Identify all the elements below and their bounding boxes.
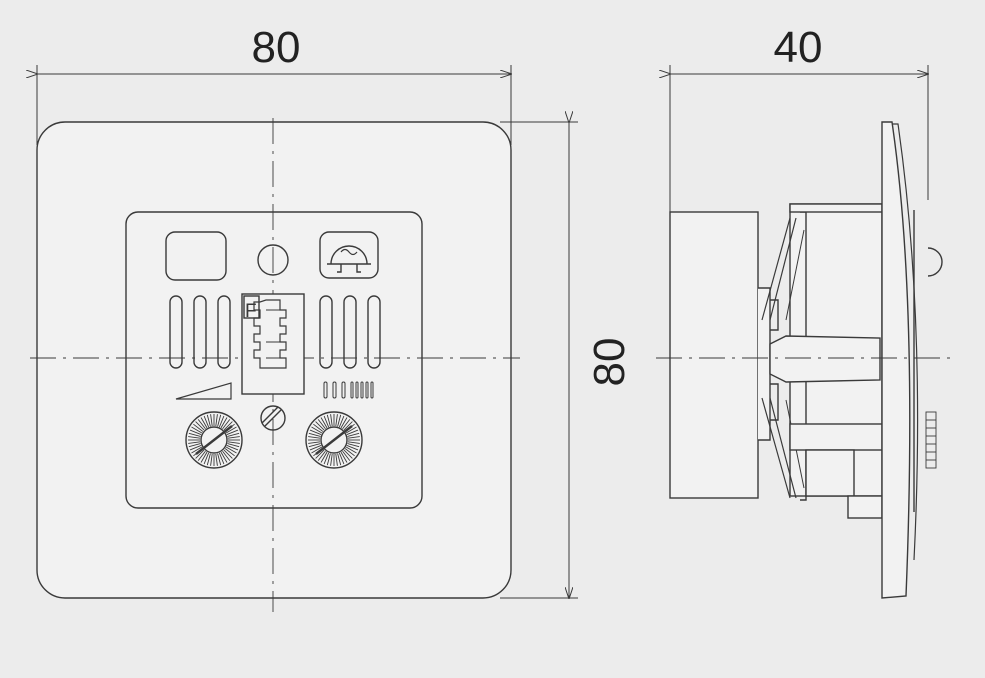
front-width-label: 80 xyxy=(252,23,301,72)
f-connector xyxy=(241,293,305,395)
side-frame xyxy=(881,121,911,599)
knob-rim xyxy=(305,411,363,469)
level-wedge-icon xyxy=(175,382,232,400)
indicator-led xyxy=(257,244,289,276)
front-view: F xyxy=(30,65,578,612)
radio-bars-icon xyxy=(323,381,374,399)
indicator-window xyxy=(165,231,227,281)
knob-serrations xyxy=(188,414,240,466)
side-label-mark xyxy=(925,411,937,469)
side-cap xyxy=(669,211,759,499)
knob-hub xyxy=(320,426,348,454)
rotary-knob-right xyxy=(305,411,363,469)
front-height-label: 80 xyxy=(585,338,634,387)
f-label: F xyxy=(245,301,257,322)
screw-icon xyxy=(260,405,286,431)
left-vent-slots xyxy=(169,295,231,369)
rotary-knob-left xyxy=(185,411,243,469)
side-view xyxy=(656,65,955,599)
side-depth-label: 40 xyxy=(774,23,823,72)
knob-rim xyxy=(185,411,243,469)
knob-slot xyxy=(315,425,353,455)
right-vent-slots xyxy=(319,295,381,369)
antenna-tv-icon xyxy=(319,231,379,279)
knob-slot xyxy=(195,425,233,455)
knob-hub xyxy=(200,426,228,454)
